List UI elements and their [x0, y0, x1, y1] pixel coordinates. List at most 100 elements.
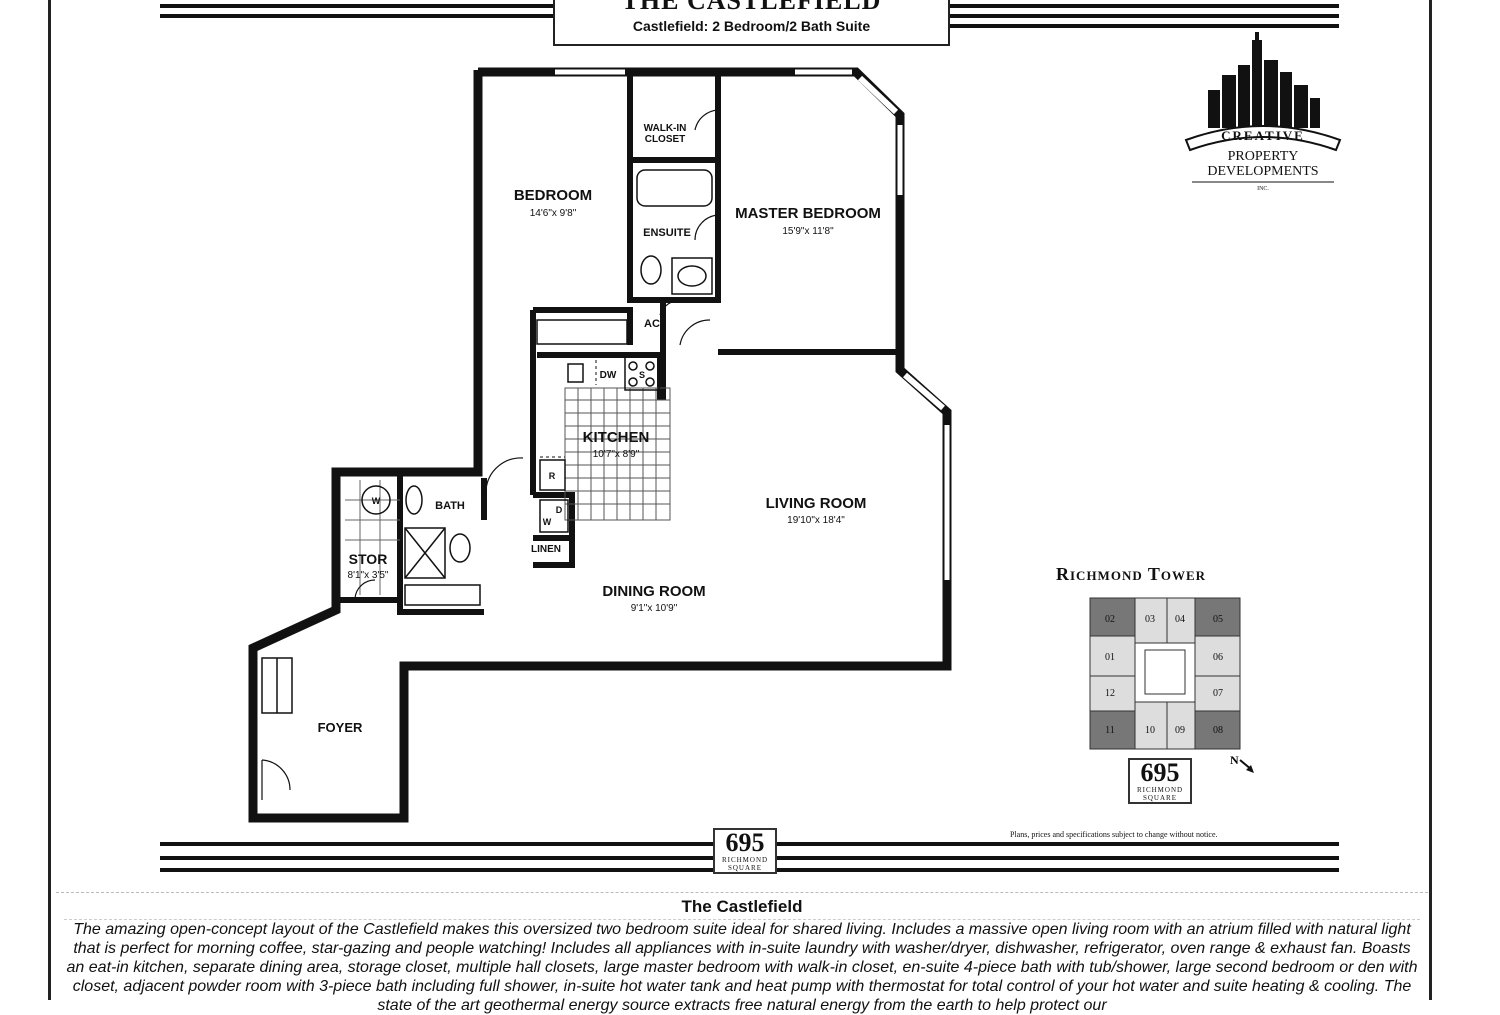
brand-line2: SQUARE: [727, 864, 762, 872]
logo-creative-text: CREATIVE: [1221, 128, 1305, 143]
brand-logo: 695 RICHMOND SQUARE: [1128, 758, 1192, 804]
north-arrow-icon: [1239, 759, 1254, 773]
unit-label: 09: [1175, 725, 1185, 736]
key-plan-title: Richmond Tower: [1056, 564, 1207, 584]
unit-label: 01: [1105, 652, 1115, 663]
key-plan: 02 03 04 05 01 06 12 07 11 10 09 08 N: [1089, 597, 1254, 773]
refrigerator: [539, 459, 566, 491]
bottom-rule: [160, 856, 713, 860]
unit-07: [1194, 675, 1241, 712]
refrigerator-label: R: [549, 471, 556, 481]
dryer-label: D: [556, 505, 563, 515]
page-subtitle: Castlefield: 2 Bedroom/2 Bath Suite: [632, 18, 871, 34]
disclaimer-text: Plans, prices and specifications subject…: [1010, 830, 1218, 839]
bath-sink: [405, 485, 423, 515]
ensuite-toilet: [640, 255, 662, 285]
top-rule: [946, 4, 1339, 8]
water-heater-label: W: [372, 496, 381, 506]
water-heater: [361, 485, 391, 515]
left-frame-border: [48, 0, 51, 1000]
unit-label: 05: [1213, 614, 1223, 625]
unit-label: 04: [1175, 614, 1185, 625]
master-bedroom-label: MASTER BEDROOM: [735, 205, 881, 222]
brand-line2: SQUARE: [1142, 794, 1177, 802]
dining-room-label: DINING ROOM: [602, 583, 705, 600]
developer-logo: CREATIVE PROPERTY DEVELOPMENTS INC.: [1184, 32, 1342, 192]
unit-label: 10: [1145, 725, 1155, 736]
interior-wall: [533, 307, 633, 345]
ac-door: [659, 299, 683, 316]
core: [1144, 649, 1186, 695]
master-bedroom-dims: 15'9"x 11'8": [782, 226, 834, 237]
unit-label: 03: [1145, 614, 1155, 625]
bath-toilet: [449, 533, 471, 563]
ensuite-door: [694, 214, 719, 241]
dishwasher-label: DW: [600, 370, 617, 381]
bottom-rule: [775, 856, 1339, 860]
top-rule: [946, 14, 1339, 18]
brand-line1: RICHMOND: [1136, 786, 1184, 794]
ensuite-sink: [671, 257, 713, 295]
stor-door: [354, 579, 376, 599]
brand-number: 695: [1140, 758, 1180, 787]
brand-number: 695: [725, 828, 765, 857]
closet-door: [694, 109, 719, 131]
logo-developments-text: DEVELOPMENTS: [1207, 164, 1318, 179]
bedroom-label: BEDROOM: [514, 187, 592, 204]
unit-03: [1134, 597, 1168, 644]
foyer-label: FOYER: [318, 720, 363, 735]
logo-inc-text: INC.: [1257, 186, 1269, 192]
walk-in-closet-label: WALK-IN: [644, 123, 687, 134]
bath-label: BATH: [435, 500, 465, 512]
top-rule: [946, 24, 1339, 28]
bottom-rule: [160, 868, 713, 872]
bath-door: [485, 457, 524, 491]
sink-label: S: [639, 370, 645, 380]
living-room-dims: 19'10"x 18'4": [787, 515, 845, 526]
bedroom-dims: 14'6"x 9'8": [530, 208, 577, 219]
entry-door: [261, 759, 291, 791]
unit-label: 11: [1105, 725, 1115, 736]
interior-wall: [627, 72, 721, 303]
description-text: The amazing open-concept layout of the C…: [64, 919, 1420, 1015]
north-label: N: [1230, 753, 1239, 767]
brand-logo-bottom: 695 RICHMOND SQUARE: [713, 828, 777, 874]
brand-line1: RICHMOND: [721, 856, 769, 864]
living-room-label: LIVING ROOM: [766, 495, 867, 512]
unit-09: [1166, 701, 1196, 750]
bath-closet: [404, 584, 481, 606]
linen-label: LINEN: [531, 544, 561, 555]
logo-property-text: PROPERTY: [1228, 149, 1299, 164]
ensuite-label: ENSUITE: [643, 227, 691, 239]
shower: [404, 527, 446, 579]
dining-room-dims: 9'1"x 10'9": [631, 603, 678, 614]
washer-dryer: [539, 499, 569, 533]
right-frame-border: [1429, 0, 1432, 1000]
top-rule: [160, 14, 553, 18]
unit-label: 07: [1213, 688, 1223, 699]
bathtub: [636, 169, 713, 207]
stove: [624, 356, 660, 391]
bedroom-door: [679, 319, 711, 346]
description-section: The Castlefield The amazing open-concept…: [56, 892, 1428, 1014]
unit-12: [1089, 675, 1136, 712]
page-title: THE CASTLEFIELD: [621, 0, 882, 15]
description-title: The Castlefield: [681, 897, 803, 916]
unit-08: [1194, 710, 1241, 750]
kitchen-label: KITCHEN: [583, 429, 650, 446]
bottom-rule: [775, 868, 1339, 872]
washer-label: W: [543, 517, 552, 527]
window: [857, 75, 899, 115]
header-box: THE CASTLEFIELD Castlefield: 2 Bedroom/2…: [553, 0, 950, 46]
unit-10: [1134, 701, 1168, 750]
unit-02: [1089, 597, 1136, 637]
kitchen-dims: 10'7"x 8'9": [593, 449, 640, 460]
stor-dims: 8'1"x 3'5": [348, 570, 389, 581]
bottom-rule: [160, 842, 713, 846]
unit-label: 12: [1105, 688, 1115, 699]
unit-label: 02: [1105, 614, 1115, 625]
ac-label: AC: [644, 318, 660, 330]
top-rule: [160, 4, 553, 8]
stor-label: STOR: [349, 551, 388, 567]
